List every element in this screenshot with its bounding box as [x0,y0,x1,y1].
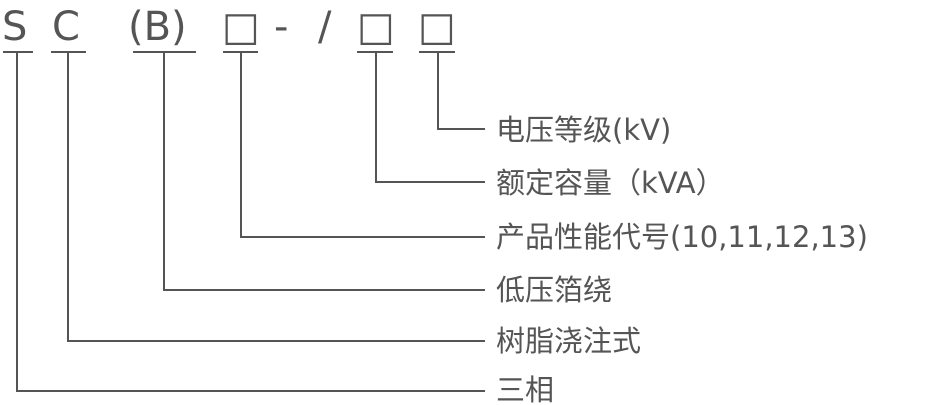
code-slash: / [318,4,332,50]
code-dash: - [274,4,288,50]
label-voltage-class: 电压等级(kV) [496,113,671,147]
label-three-phase: 三相 [496,373,554,405]
label-rated-capacity: 额定容量（kVA） [496,166,725,200]
label-performance-code: 产品性能代号(10,11,12,13) [496,220,868,254]
code-c: C [52,4,80,50]
label-resin-cast: 树脂浇注式 [496,324,641,358]
code-box-capacity: □ [357,4,395,50]
leader-rated-capacity [375,52,485,183]
code-b: (B) [128,4,187,50]
leader-low-voltage-foil [163,52,485,291]
leader-voltage-class [437,52,485,130]
leader-three-phase [16,52,485,392]
label-low-voltage-foil: 低压箔绕 [496,273,612,307]
code-box-performance: □ [222,4,260,50]
code-s: S [2,4,27,50]
leader-resin-cast [67,52,485,342]
leader-performance-code [240,52,485,238]
code-box-voltage: □ [418,4,456,50]
